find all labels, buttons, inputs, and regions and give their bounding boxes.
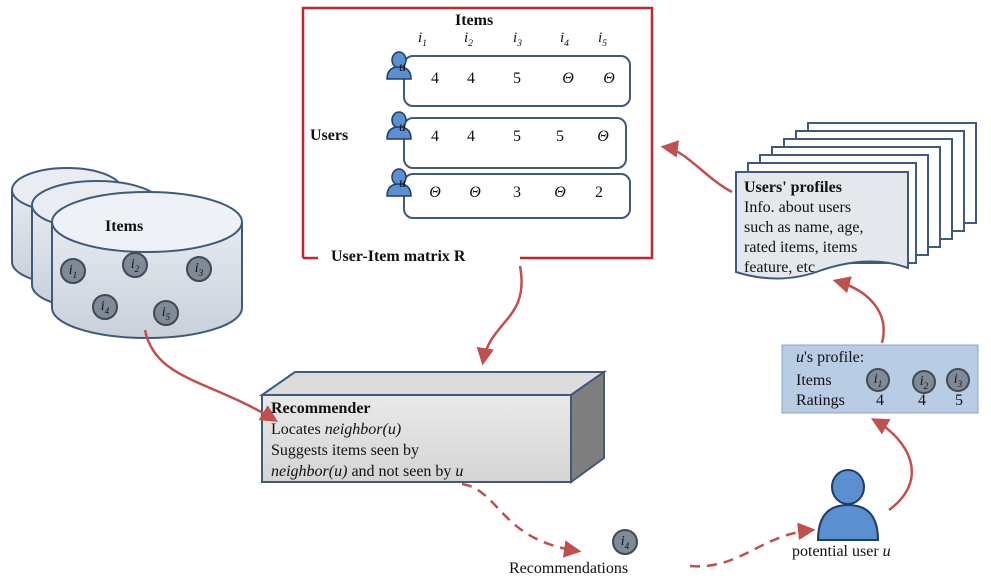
u-profile-chip-i2: i2 xyxy=(912,370,936,394)
matrix-cell: Θ xyxy=(429,184,441,201)
items-db-title: Items xyxy=(105,218,144,235)
matrix-cell: 5 xyxy=(513,70,521,87)
row-user-label: u xyxy=(399,120,406,135)
matrix-row xyxy=(403,173,631,219)
item-chip-i1: i1 xyxy=(60,258,86,284)
users-profiles-text: Users' profiles Info. about users such a… xyxy=(744,178,864,278)
item-header-i4: i4 xyxy=(560,30,570,49)
matrix-cell: 4 xyxy=(467,70,475,87)
items-database xyxy=(11,167,243,339)
matrix-items-label: Items xyxy=(455,12,494,29)
users-profiles-line: Info. about users xyxy=(744,199,852,216)
matrix-cell: 4 xyxy=(431,70,439,87)
u-profile-rating: 5 xyxy=(955,392,963,409)
recommendations-label: Recommendations xyxy=(509,560,629,577)
potential-user-label: potential user u xyxy=(792,543,891,560)
users-profiles-line: rated items, items xyxy=(744,239,858,256)
potential-user-icon xyxy=(816,469,880,541)
arrow-user-to-uprofile xyxy=(870,418,913,512)
item-header-i1: i1 xyxy=(418,30,428,49)
recommendation-chip-i4: i4 xyxy=(612,529,638,555)
matrix-row xyxy=(403,117,627,169)
row-user-label: u xyxy=(399,176,406,191)
u-profile-chip-i1: i1 xyxy=(866,368,890,392)
u-profile-ratings-label: Ratings xyxy=(796,392,845,409)
user-icon xyxy=(386,111,412,140)
arrow-matrix-to-recommender xyxy=(476,265,523,366)
recommender-line-3: neighbor(u) and not seen by u xyxy=(271,463,464,480)
users-profiles-line: such as name, age, xyxy=(744,219,864,236)
u-profile-rating: 4 xyxy=(918,392,926,409)
recommender-box xyxy=(258,370,608,484)
users-profiles-title: Users' profiles xyxy=(744,179,842,196)
matrix-cell: 4 xyxy=(467,128,475,145)
profile-pages-stack xyxy=(735,122,977,280)
matrix-frame xyxy=(301,6,654,260)
matrix-item-headers: i1 i2 i3 i4 i5 xyxy=(418,30,628,50)
item-chip-i4: i4 xyxy=(92,294,118,320)
u-profile-title: u's profile: xyxy=(796,349,865,366)
user-icon xyxy=(386,168,412,197)
recommender-line-1: Locates neighbor(u) xyxy=(271,421,402,438)
item-header-i2: i2 xyxy=(464,30,474,49)
arrow-profiles-to-matrix xyxy=(660,140,733,194)
matrix-cell: 2 xyxy=(595,184,603,201)
matrix-cell: 5 xyxy=(556,128,564,145)
arrow-uprofile-to-profiles xyxy=(832,276,885,344)
matrix-cell: Θ xyxy=(469,184,481,201)
item-chip-i5: i5 xyxy=(153,300,179,326)
item-chip-i2: i2 xyxy=(122,252,148,278)
u-profile-chip-i3: i3 xyxy=(946,368,970,392)
arrow-recommender-to-recommendations xyxy=(461,482,582,558)
matrix-row xyxy=(403,55,631,107)
row-user-label: u xyxy=(399,60,406,75)
users-profiles-line: feature, etc xyxy=(744,259,816,276)
matrix-cell: 5 xyxy=(513,128,521,145)
matrix-users-label: Users xyxy=(310,127,349,144)
recommender-line-2: Suggests items seen by xyxy=(271,442,419,459)
user-icon xyxy=(386,51,412,80)
matrix-caption: User-Item matrix R xyxy=(327,248,470,266)
recommender-title: Recommender xyxy=(271,400,371,417)
matrix-cell: 4 xyxy=(431,128,439,145)
item-header-i3: i3 xyxy=(513,30,523,49)
matrix-cell: 3 xyxy=(513,184,521,201)
matrix-cell: Θ xyxy=(562,70,574,87)
item-header-i5: i5 xyxy=(598,30,608,49)
item-chip-i3: i3 xyxy=(186,256,212,282)
matrix-cell: Θ xyxy=(603,70,615,87)
matrix-cell: Θ xyxy=(554,184,566,201)
u-profile-rating: 4 xyxy=(876,392,884,409)
recommender-text: Recommender Locates neighbor(u) Suggests… xyxy=(271,398,571,482)
u-profile-items-label: Items xyxy=(796,372,832,389)
arrow-db-to-recommender xyxy=(143,329,278,422)
matrix-cell: Θ xyxy=(597,128,609,145)
